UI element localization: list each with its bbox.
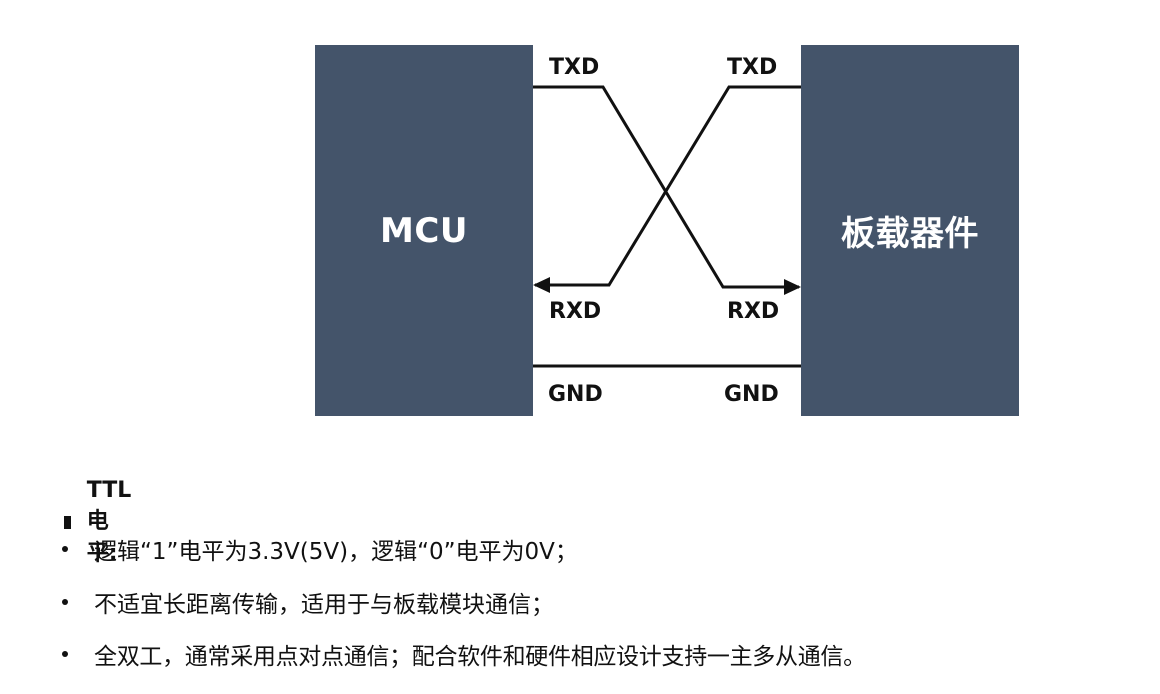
bullet-dot-icon: [62, 546, 68, 552]
arrow-into-mcu-rxd: [533, 277, 550, 293]
pin-label-device-txd: TXD: [727, 55, 778, 80]
list-item: 不适宜长距离传输，适用于与板载模块通信；: [58, 585, 554, 619]
pin-label-device-rxd: RXD: [727, 299, 780, 324]
wire-mcu-txd-to-device-rxd: [533, 85, 799, 289]
list-item: 全双工，通常采用点对点通信；配合软件和硬件相应设计支持一主多从通信。: [58, 637, 866, 671]
bullet-dot-icon: [62, 599, 68, 605]
mcu-box: MCU: [315, 45, 533, 416]
list-item-text: 全双工，通常采用点对点通信；配合软件和硬件相应设计支持一主多从通信。: [94, 644, 866, 670]
notes-heading-row: TTL电平:: [58, 478, 138, 567]
list-item-text: 不适宜长距离传输，适用于与板载模块通信；: [94, 592, 554, 618]
pin-label-mcu-gnd: GND: [548, 382, 603, 407]
mcu-label: MCU: [380, 210, 468, 251]
arrow-into-device-rxd: [784, 279, 801, 295]
list-item: 逻辑“1”电平为3.3V(5V)，逻辑“0”电平为0V；: [58, 532, 578, 566]
square-bullet-icon: [64, 516, 71, 529]
bullet-dot-icon: [62, 651, 68, 657]
pin-label-device-gnd: GND: [724, 382, 779, 407]
onboard-device-label: 板载器件: [841, 214, 979, 254]
pin-label-mcu-rxd: RXD: [549, 299, 602, 324]
notes-heading: TTL电平:: [86, 478, 132, 566]
wire-device-txd-to-mcu-rxd: [535, 85, 801, 287]
list-item-text: 逻辑“1”电平为3.3V(5V)，逻辑“0”电平为0V；: [94, 539, 578, 565]
onboard-device-box: 板载器件: [801, 45, 1019, 416]
pin-label-mcu-txd: TXD: [549, 55, 600, 80]
